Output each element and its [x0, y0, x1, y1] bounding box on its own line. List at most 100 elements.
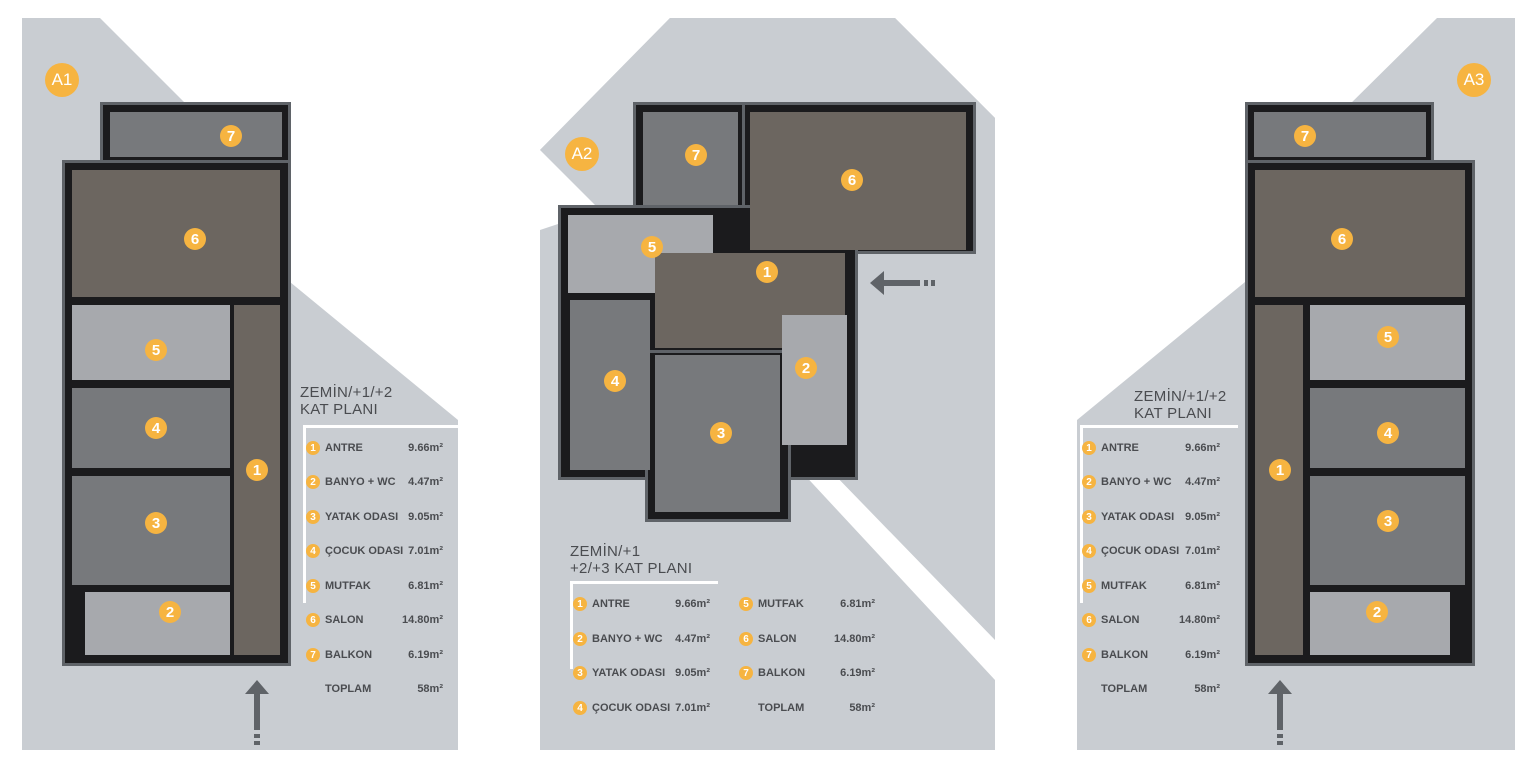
room-name: YATAK ODASI [592, 667, 666, 679]
a2-white-stripe [800, 470, 995, 680]
legend-item: 7 BALKON 6.19m² [739, 666, 875, 680]
legend-item: 2 BANYO + WC 4.47m² [1082, 475, 1220, 489]
room-number-badge: 4 [1082, 544, 1096, 558]
a2-room-badge: 5 [641, 236, 663, 258]
room-name: BALKON [758, 667, 806, 679]
room-number-badge: 3 [306, 510, 320, 524]
a3-room-badge: 1 [1269, 459, 1291, 481]
room-area: 58m² [849, 702, 875, 714]
room-area: 9.66m² [408, 442, 443, 454]
legend-item: 1 ANTRE 9.66m² [573, 597, 710, 611]
legend-item: 2 BANYO + WC 4.47m² [573, 632, 710, 646]
legend-item: 6 SALON 14.80m² [739, 632, 875, 646]
room-name: BANYO + WC [592, 633, 663, 645]
room-number-badge [306, 682, 320, 696]
a1-room-badge: 4 [145, 417, 167, 439]
room-number-badge: 3 [1082, 510, 1096, 524]
room-area: 6.19m² [840, 667, 875, 679]
room-name: TOPLAM [758, 702, 805, 714]
room-number-badge [1082, 682, 1096, 696]
a3-unit-badge: A3 [1457, 63, 1491, 97]
legend-item: 4 ÇOCUK ODASI 7.01m² [573, 701, 710, 715]
room-number-badge: 2 [1082, 475, 1096, 489]
room-name: ANTRE [592, 598, 630, 610]
legend-item: 3 YATAK ODASI 9.05m² [573, 666, 710, 680]
a3-room-badge: 3 [1377, 510, 1399, 532]
room-name: BANYO + WC [1101, 476, 1172, 488]
room-area: 6.81m² [840, 598, 875, 610]
a3-room-badge: 6 [1331, 228, 1353, 250]
room-number-badge [739, 701, 753, 715]
room-area: 6.19m² [408, 649, 443, 661]
title-line: ZEMİN/+1/+2 [300, 384, 393, 401]
room-area: 6.19m² [1185, 649, 1220, 661]
room-name: ANTRE [1101, 442, 1139, 454]
room-area: 14.80m² [1179, 614, 1220, 626]
room-area: 58m² [417, 683, 443, 695]
title-line: KAT PLANI [300, 401, 379, 418]
room-number-badge: 5 [739, 597, 753, 611]
room-number-badge: 7 [1082, 648, 1096, 662]
room-name: YATAK ODASI [325, 511, 399, 523]
a1-room-badge: 3 [145, 512, 167, 534]
legend-item: 5 MUTFAK 6.81m² [739, 597, 875, 611]
room-area: 7.01m² [675, 702, 710, 714]
room-area: 9.05m² [675, 667, 710, 679]
room-area: 9.05m² [1185, 511, 1220, 523]
room-number-badge: 4 [573, 701, 587, 715]
room-name: ÇOCUK ODASI [592, 702, 671, 714]
room-number-badge: 6 [306, 613, 320, 627]
a2-room-badge: 3 [710, 422, 732, 444]
title-line: ZEMİN/+1 [570, 543, 641, 560]
a1-room-badge: 2 [159, 601, 181, 623]
room-number-badge: 7 [739, 666, 753, 680]
legend-bracket [303, 425, 461, 603]
room-name: MUTFAK [758, 598, 804, 610]
a2-unit-badge: A2 [565, 137, 599, 171]
room-area: 14.80m² [834, 633, 875, 645]
room-area: 4.47m² [1185, 476, 1220, 488]
room-number-badge: 4 [306, 544, 320, 558]
a2-room-badge: 6 [841, 169, 863, 191]
room-area: 4.47m² [408, 476, 443, 488]
room-number-badge: 1 [573, 597, 587, 611]
room-name: MUTFAK [1101, 580, 1147, 592]
room-area: 9.66m² [1185, 442, 1220, 454]
a1-room-badge: 1 [246, 459, 268, 481]
a2-room-badge: 1 [756, 261, 778, 283]
room-name: TOPLAM [325, 683, 372, 695]
legend-item: 3 YATAK ODASI 9.05m² [1082, 510, 1220, 524]
room-area: 58m² [1194, 683, 1220, 695]
title-line: +2/+3 KAT PLANI [570, 560, 693, 577]
room-name: YATAK ODASI [1101, 511, 1175, 523]
room-area: 9.66m² [675, 598, 710, 610]
room-area: 7.01m² [408, 545, 443, 557]
legend-item: 3 YATAK ODASI 9.05m² [306, 510, 443, 524]
a1-room-badge: 5 [145, 339, 167, 361]
room-number-badge: 6 [739, 632, 753, 646]
room-name: SALON [758, 633, 797, 645]
room-name: SALON [1101, 614, 1140, 626]
entrance-arrow-icon [245, 271, 1292, 745]
room-area: 7.01m² [1185, 545, 1220, 557]
room-number-badge: 3 [573, 666, 587, 680]
room-number-badge: 2 [306, 475, 320, 489]
a3-room-badge: 4 [1377, 422, 1399, 444]
room-name: MUTFAK [325, 580, 371, 592]
room-number-badge: 2 [573, 632, 587, 646]
room-number-badge: 6 [1082, 613, 1096, 627]
a1-room-badge: 6 [184, 228, 206, 250]
room-area: 4.47m² [675, 633, 710, 645]
legend-bracket [570, 581, 718, 669]
room-area: 9.05m² [408, 511, 443, 523]
